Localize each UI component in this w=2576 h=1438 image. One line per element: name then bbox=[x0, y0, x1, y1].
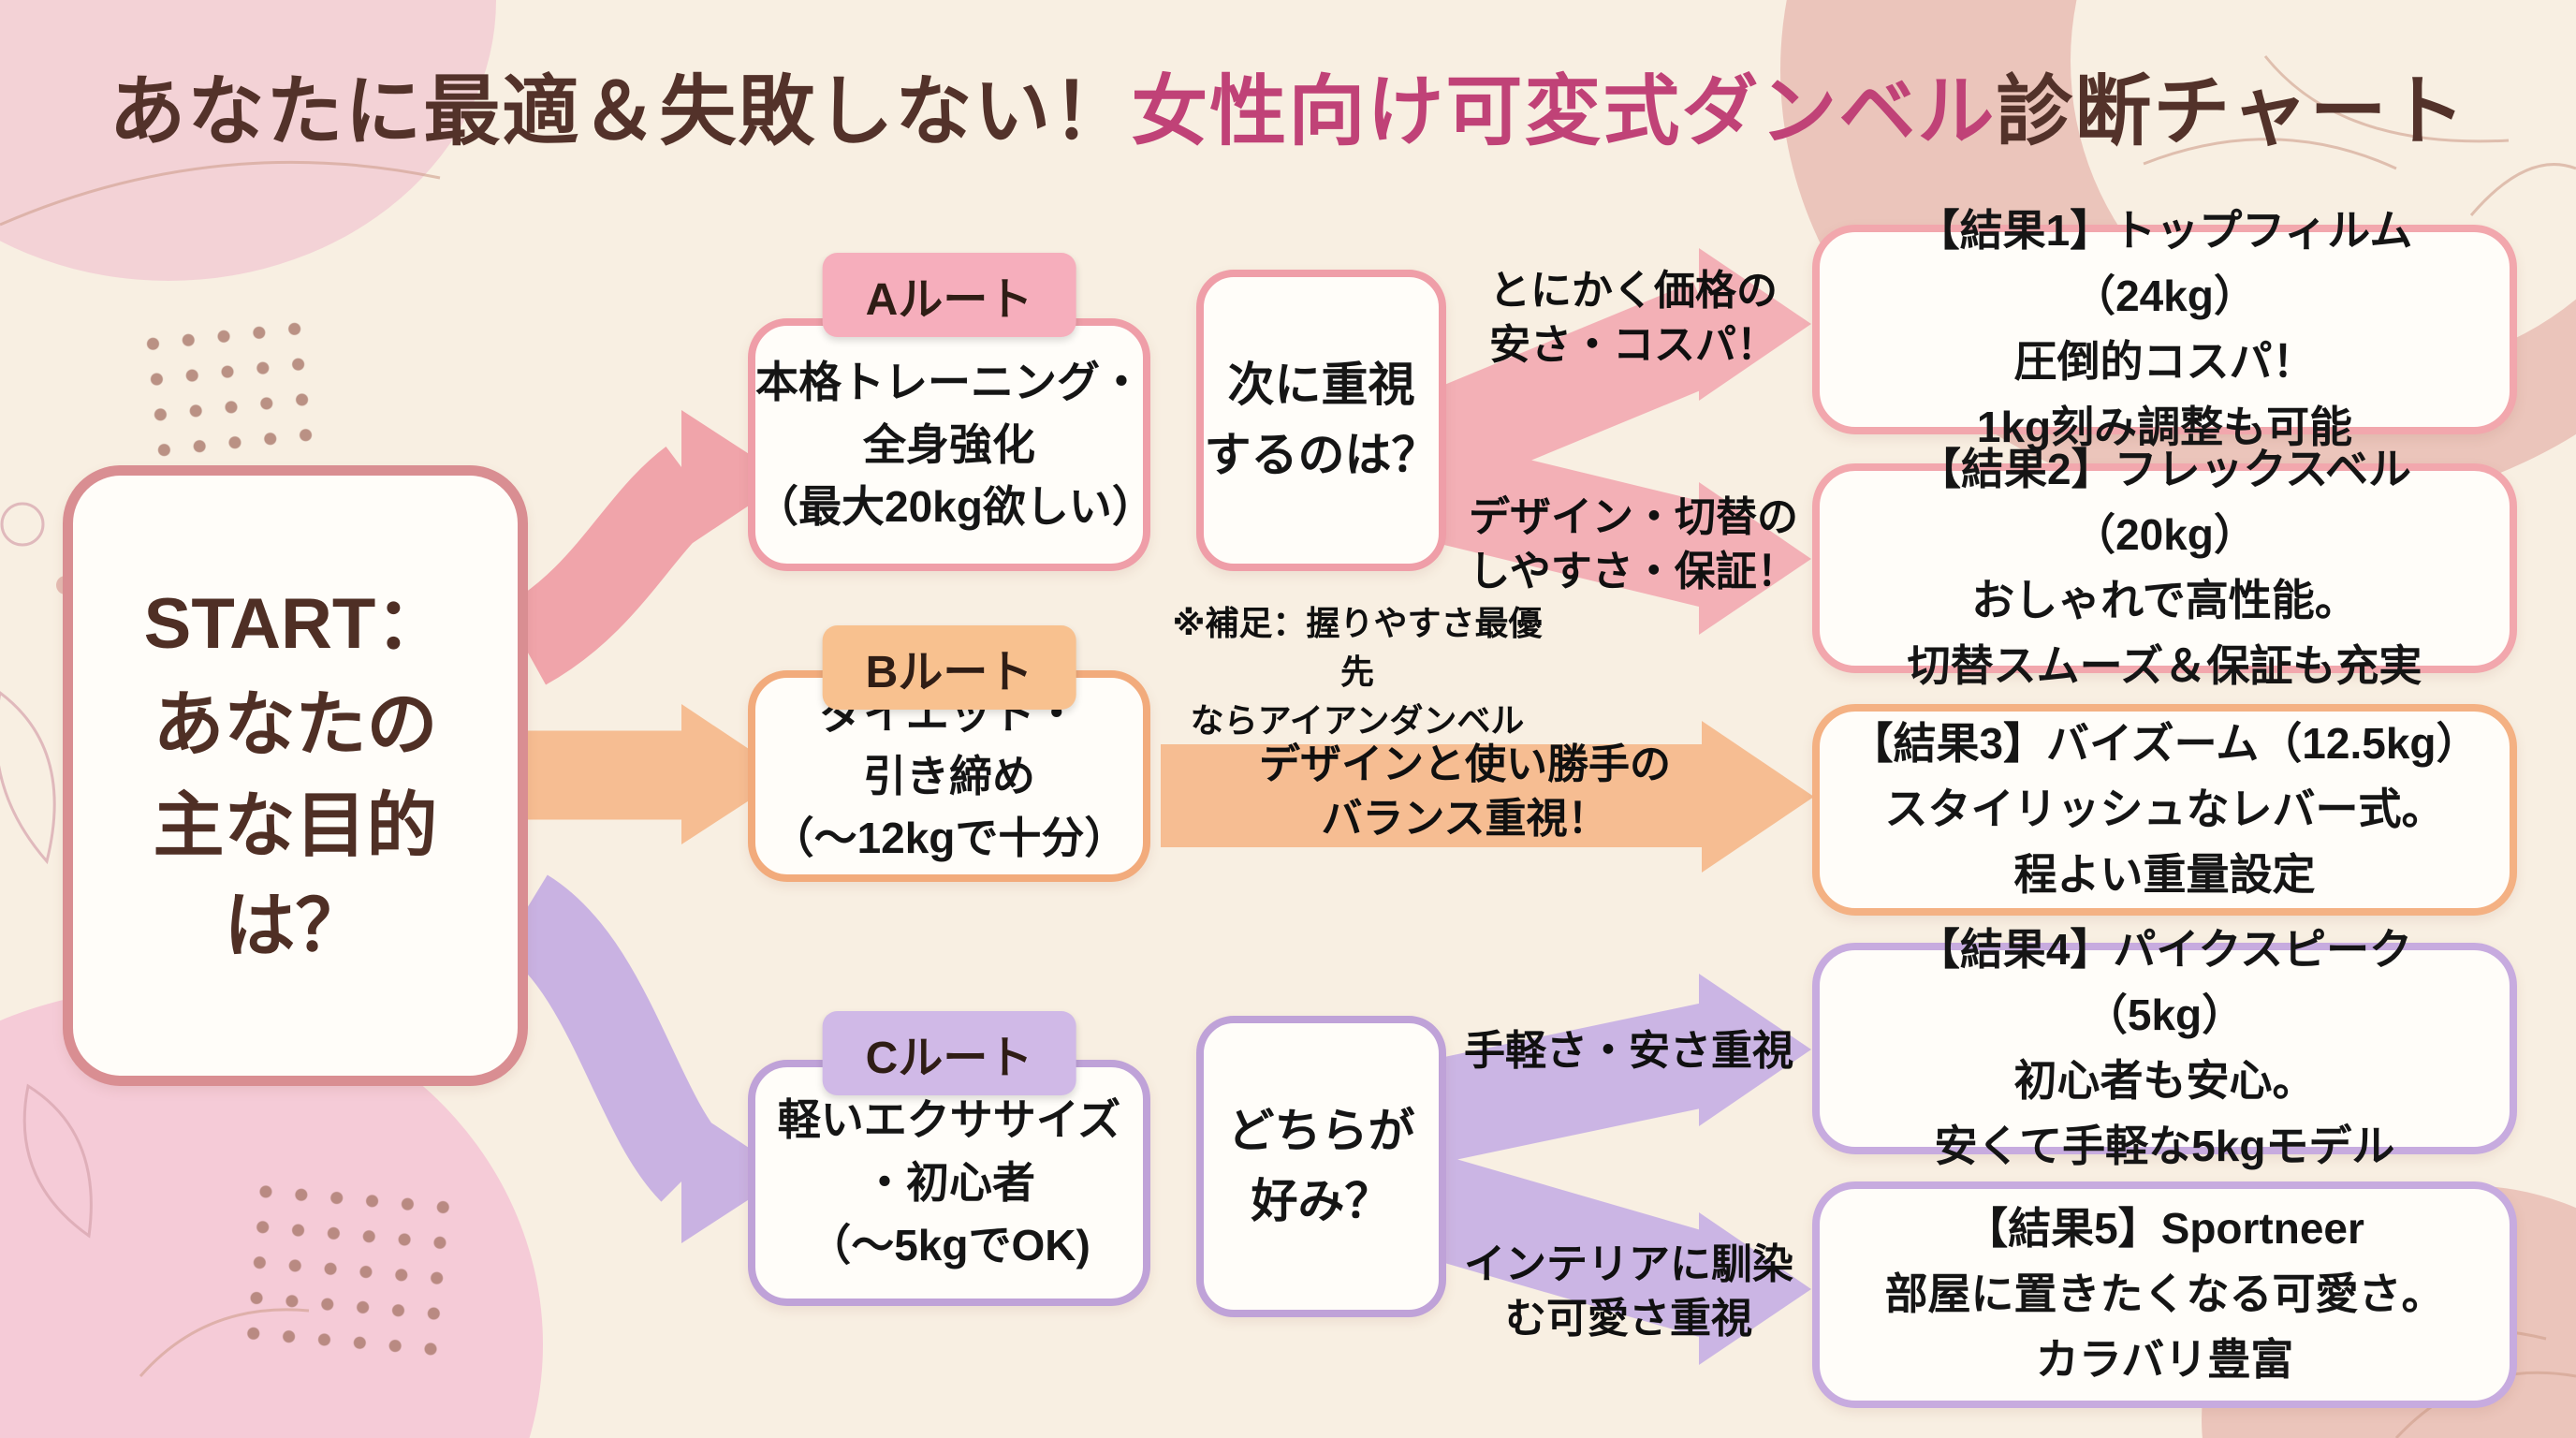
decision-a-box: 次に重視 するのは？ bbox=[1196, 270, 1446, 571]
arrow-start-to-a bbox=[501, 447, 721, 685]
result-2-box: 【結果2】フレックスベル（20kg） おしゃれで高性能。 切替スムーズ＆保証も充… bbox=[1812, 445, 2517, 690]
route-b-label: Bルート bbox=[822, 625, 1076, 710]
arrowhead-c-to-result5 bbox=[1699, 1212, 1811, 1365]
arrow-c-to-result4 bbox=[1412, 1003, 1724, 1165]
title-part-brown-1: あなたに最適＆失敗しない！ bbox=[109, 69, 1132, 154]
arrow-start-to-c bbox=[499, 874, 726, 1202]
branch-label-c-interior: インテリアに馴染 む可愛さ重視 bbox=[1464, 1241, 1793, 1343]
arrowhead-c-to-result4 bbox=[1699, 974, 1811, 1126]
branch-label-c-easy: 手軽さ・安さ重視 bbox=[1464, 1028, 1793, 1074]
branch-label-b-balance: デザインと使い勝手の バランス重視！ bbox=[1259, 741, 1671, 843]
arrow-a-to-result1 bbox=[1403, 282, 1733, 497]
decision-c-box: どちらが 好み？ bbox=[1196, 1016, 1446, 1317]
title-part-brown-2: 診断チャート bbox=[1996, 69, 2467, 154]
arrowhead-a-to-result2 bbox=[1699, 482, 1811, 635]
arrow-c-to-result5 bbox=[1408, 1153, 1728, 1337]
branch-label-a-design: デザイン・切替の しやすさ・保証！ bbox=[1469, 494, 1798, 595]
start-node: START： あなたの 主な目的 は？ bbox=[63, 465, 528, 1086]
arrowhead-start-to-b bbox=[681, 704, 788, 844]
result-5-box: 【結果5】Sportneer 部屋に置きたくなる可愛さ。 カラバリ豊富 bbox=[1812, 1181, 2517, 1408]
route-c-box: 軽いエクササイズ ・初心者 （〜5kgでOK) bbox=[748, 1060, 1150, 1306]
arrowhead-a-to-result1 bbox=[1699, 248, 1811, 401]
result-1-box: 【結果1】トップフィルム（24kg） 圧倒的コスパ！ 1kg刻み調整も可能 bbox=[1812, 206, 2517, 451]
title-part-pink: 女性向け可変式ダンベル bbox=[1131, 69, 1997, 154]
route-a-box: 本格トレーニング・ 全身強化 （最大20kg欲しい） bbox=[748, 318, 1155, 571]
branch-label-a-price: とにかく価格の 安さ・コスパ！ bbox=[1489, 268, 1778, 369]
arrowhead-start-to-c bbox=[681, 1103, 788, 1243]
result-4-box: 【結果4】パイクスピーク（5kg） 初心者も安心。 安くて手軽な5kgモデル bbox=[1812, 925, 2517, 1170]
result-3-box: 【結果3】バイズーム（12.5kg） スタイリッシュなレバー式。 程よい重量設定 bbox=[1812, 704, 2517, 916]
route-a-note: ※補足：握りやすさ最優先 ならアイアンダンベル bbox=[1172, 604, 1543, 741]
arrowhead-start-to-a bbox=[681, 410, 788, 550]
route-c-label: Cルート bbox=[822, 1011, 1076, 1095]
arrow-a-to-result2 bbox=[1411, 436, 1725, 608]
arrowhead-b-to-result3 bbox=[1702, 721, 1814, 873]
page-title: あなたに最適＆失敗しない！女性向け可変式ダンベル診断チャート bbox=[0, 49, 2576, 160]
route-a-label: Aルート bbox=[822, 253, 1076, 337]
